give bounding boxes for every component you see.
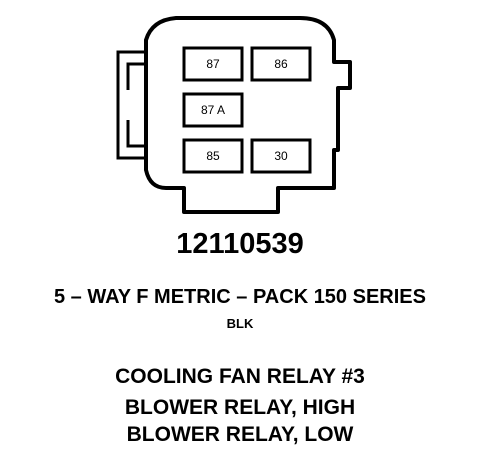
connector-description: 5 – WAY F METRIC – PACK 150 SERIES	[54, 286, 426, 308]
connector-latch	[116, 50, 146, 160]
terminal-85-label: 85	[206, 149, 220, 163]
application-line-3: BLOWER RELAY, LOW	[126, 423, 354, 446]
terminal-87-box	[182, 46, 244, 82]
connector-face-outline: 87 86 87 A 85 30	[116, 16, 352, 214]
terminal-30-box	[250, 138, 312, 174]
terminal-87a-box	[182, 92, 244, 128]
terminal-30-label: 30	[274, 149, 288, 163]
terminal-87-label: 87	[206, 57, 220, 71]
terminal-86-label: 86	[274, 57, 288, 71]
part-number: 12110539	[176, 228, 304, 260]
terminal-87a-label: 87 A	[201, 103, 225, 117]
connector-housing	[144, 16, 352, 214]
application-line-1: COOLING FAN RELAY #3	[115, 365, 365, 388]
terminal-85-box	[182, 138, 244, 174]
connector-latch-inner	[126, 62, 146, 148]
application-line-2: BLOWER RELAY, HIGH	[124, 396, 356, 419]
connector-color: BLK	[226, 316, 254, 331]
terminal-86-box	[250, 46, 312, 82]
